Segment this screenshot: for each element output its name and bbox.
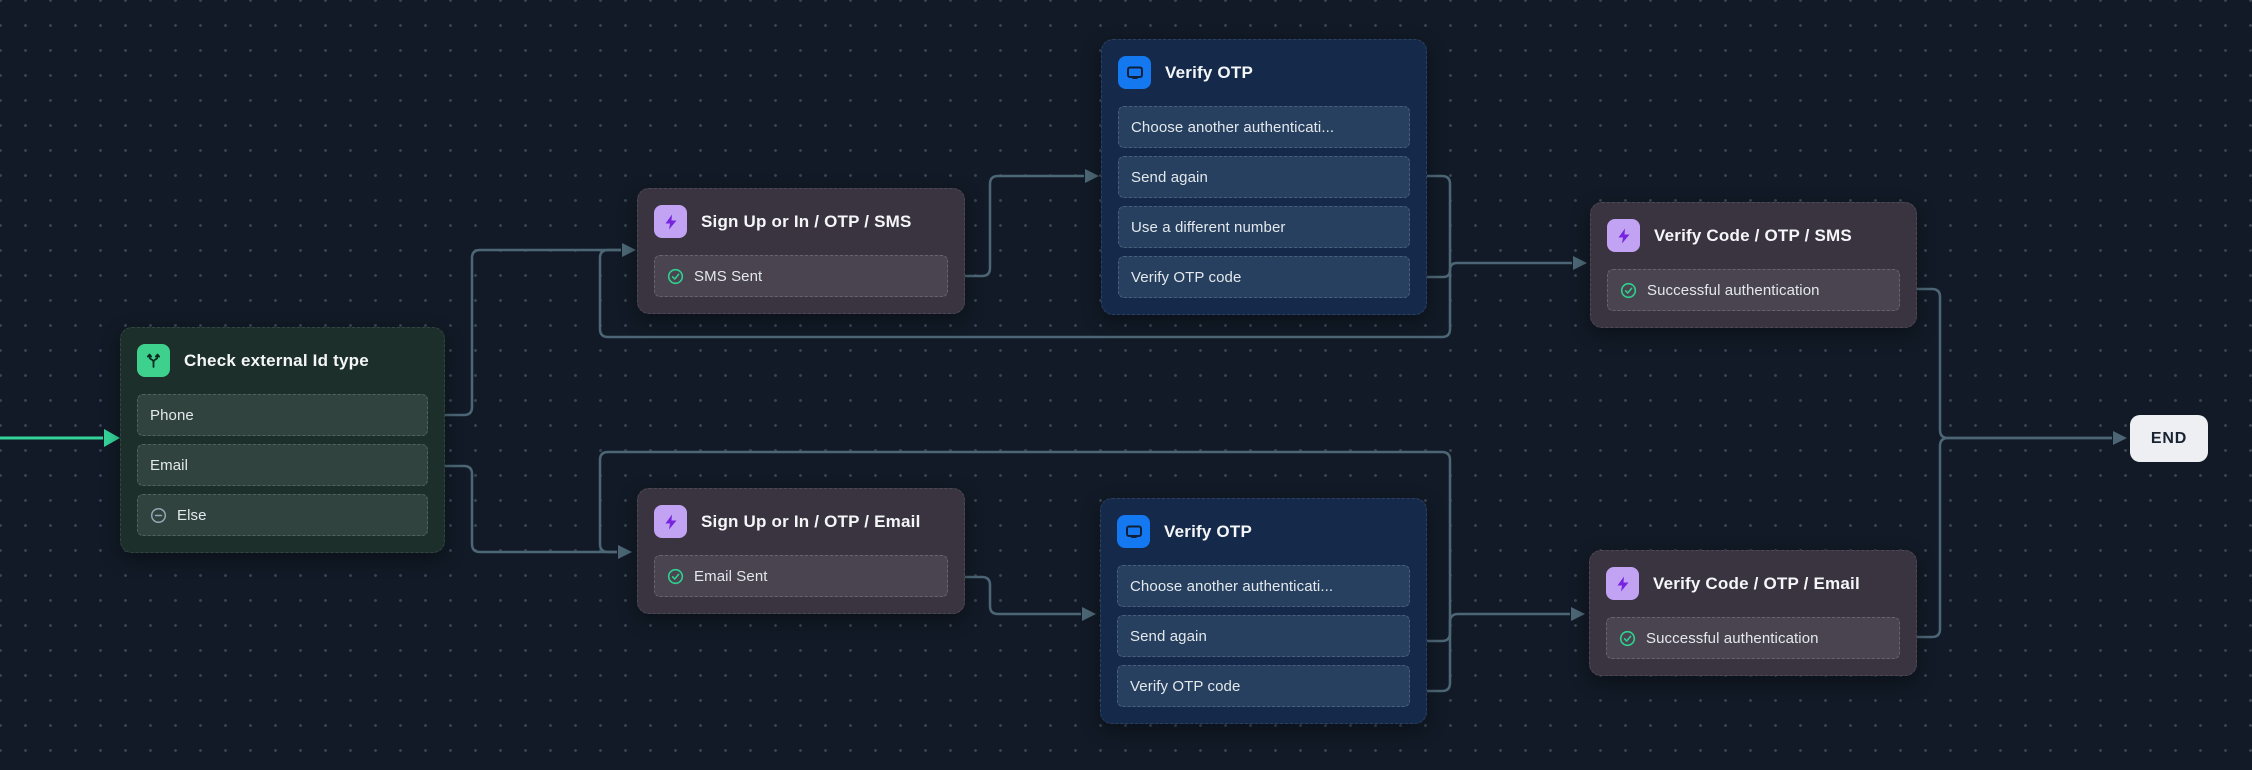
item-verify-otp-code[interactable]: Verify OTP code xyxy=(1117,665,1410,707)
item-label: Send again xyxy=(1131,168,1208,186)
node-header: Verify OTP xyxy=(1117,515,1410,548)
flash-icon xyxy=(1606,567,1639,600)
arrowhead-into-verify-otp-email-icon xyxy=(1082,607,1096,621)
item-label: Successful authentication xyxy=(1647,281,1820,299)
item-label: Send again xyxy=(1130,627,1207,645)
node-verify-code-otp-email[interactable]: Verify Code / OTP / Email Successful aut… xyxy=(1589,550,1917,676)
check-circle-icon xyxy=(667,268,684,284)
edge-success-email-to-end[interactable] xyxy=(1902,436,2112,639)
item-label: Choose another authenticati... xyxy=(1131,118,1335,136)
arrowhead-into-verify-otp-sms-icon xyxy=(1085,169,1099,183)
arrowhead-into-verify-code-sms-icon xyxy=(1573,256,1587,270)
start-arrowhead-icon xyxy=(104,429,120,447)
node-verify-otp-email[interactable]: Verify OTP Choose another authenticati..… xyxy=(1100,498,1427,724)
edge-success-sms-to-end[interactable] xyxy=(1902,287,2112,440)
node-signup-otp-sms[interactable]: Sign Up or In / OTP / SMS SMS Sent xyxy=(637,188,965,314)
node-title: Verify OTP xyxy=(1164,521,1252,541)
node-header: Sign Up or In / OTP / SMS xyxy=(654,205,948,238)
item-successful-authentication[interactable]: Successful authentication xyxy=(1606,617,1900,659)
check-circle-icon xyxy=(1619,630,1636,646)
item-use-different-number[interactable]: Use a different number xyxy=(1118,206,1410,248)
arrowhead-into-signup-sms-icon xyxy=(622,243,636,257)
flash-icon xyxy=(1607,219,1640,252)
item-label: Phone xyxy=(150,406,194,424)
edge-email-to-signup-email[interactable] xyxy=(432,464,617,554)
flash-icon xyxy=(654,505,687,538)
item-label: Verify OTP code xyxy=(1130,677,1241,695)
node-title: Verify Code / OTP / Email xyxy=(1653,573,1860,593)
node-check-external-id-type[interactable]: Check external Id type Phone Email Else xyxy=(120,327,445,553)
item-email[interactable]: Email xyxy=(137,444,428,486)
node-header: Verify Code / OTP / Email xyxy=(1606,567,1900,600)
minus-circle-icon xyxy=(150,507,167,523)
edge-otp-code-to-verify-code-email[interactable] xyxy=(1411,612,1570,693)
item-label: Else xyxy=(177,506,207,524)
arrowhead-into-verify-code-email-icon xyxy=(1571,607,1585,621)
item-else[interactable]: Else xyxy=(137,494,428,536)
item-label: Choose another authenticati... xyxy=(1130,577,1334,595)
node-header: Sign Up or In / OTP / Email xyxy=(654,505,948,538)
edge-otp-code-to-verify-code-sms[interactable] xyxy=(1412,261,1572,279)
edge-email-sent-to-verify-otp[interactable] xyxy=(946,575,1081,616)
edge-send-again-loop-sms[interactable] xyxy=(598,174,1452,339)
item-label: Email Sent xyxy=(694,567,768,585)
check-circle-icon xyxy=(667,568,684,584)
node-end[interactable]: END xyxy=(2130,415,2208,462)
item-label: Email xyxy=(150,456,189,474)
item-label: Use a different number xyxy=(1131,218,1286,236)
item-send-again[interactable]: Send again xyxy=(1118,156,1410,198)
item-choose-another-auth[interactable]: Choose another authenticati... xyxy=(1117,565,1410,607)
screen-icon xyxy=(1117,515,1150,548)
item-label: Verify OTP code xyxy=(1131,268,1242,286)
branch-split-icon xyxy=(137,344,170,377)
node-header: Verify Code / OTP / SMS xyxy=(1607,219,1900,252)
screen-icon xyxy=(1118,56,1151,89)
node-verify-otp-sms[interactable]: Verify OTP Choose another authenticati..… xyxy=(1101,39,1427,315)
node-title: Check external Id type xyxy=(184,350,369,370)
node-header: Verify OTP xyxy=(1118,56,1410,89)
edge-phone-to-signup-sms[interactable] xyxy=(431,248,621,417)
node-header: Check external Id type xyxy=(137,344,428,377)
node-signup-otp-email[interactable]: Sign Up or In / OTP / Email Email Sent xyxy=(637,488,965,614)
node-title: Sign Up or In / OTP / Email xyxy=(701,511,921,531)
item-send-again[interactable]: Send again xyxy=(1117,615,1410,657)
item-verify-otp-code[interactable]: Verify OTP code xyxy=(1118,256,1410,298)
node-title: Sign Up or In / OTP / SMS xyxy=(701,211,912,231)
item-email-sent[interactable]: Email Sent xyxy=(654,555,948,597)
item-label: SMS Sent xyxy=(694,267,763,285)
node-title: Verify Code / OTP / SMS xyxy=(1654,225,1852,245)
flash-icon xyxy=(654,205,687,238)
arrowhead-into-end-icon xyxy=(2113,431,2127,445)
arrowhead-into-signup-email-icon xyxy=(618,545,632,559)
item-label: Successful authentication xyxy=(1646,629,1819,647)
item-sms-sent[interactable]: SMS Sent xyxy=(654,255,948,297)
end-label: END xyxy=(2150,429,2188,447)
check-circle-icon xyxy=(1620,282,1637,298)
edge-sms-sent-to-verify-otp[interactable] xyxy=(946,174,1084,278)
item-successful-authentication[interactable]: Successful authentication xyxy=(1607,269,1900,311)
item-choose-another-auth[interactable]: Choose another authenticati... xyxy=(1118,106,1410,148)
node-verify-code-otp-sms[interactable]: Verify Code / OTP / SMS Successful authe… xyxy=(1590,202,1917,328)
node-title: Verify OTP xyxy=(1165,62,1253,82)
item-phone[interactable]: Phone xyxy=(137,394,428,436)
